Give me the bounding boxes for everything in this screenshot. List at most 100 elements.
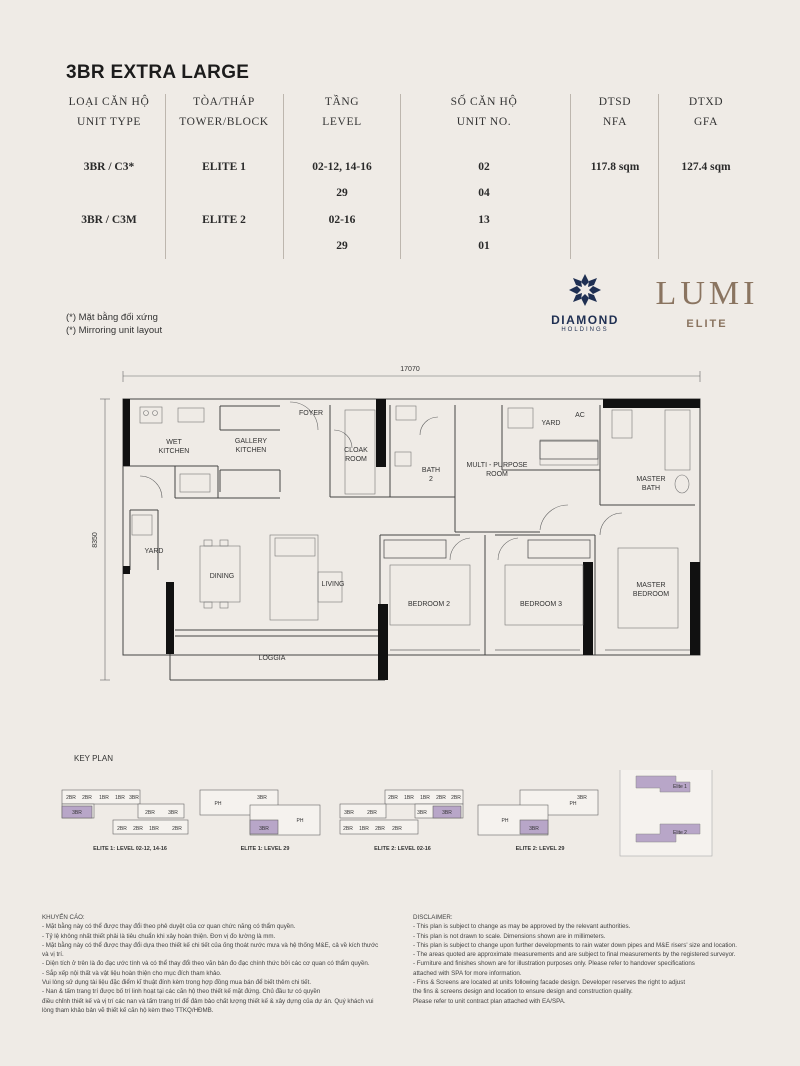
key-plan-elite1-level29 bbox=[199, 789, 321, 836]
header-vi: TẦNG bbox=[324, 96, 360, 108]
header-gfa: DTXD GFA bbox=[660, 92, 752, 132]
disclaimer-en-title: DISCLAIMER: bbox=[413, 914, 453, 921]
disclaimer-line: - Mặt bằng này có thể được thay đổi dựa … bbox=[42, 941, 379, 949]
disclaimer-line: - Fins & Screens are located at units fo… bbox=[413, 979, 686, 987]
label-bedroom2: BEDROOM 2 bbox=[408, 601, 450, 608]
height-dimension: 8350 bbox=[92, 532, 99, 548]
divider bbox=[570, 94, 571, 259]
cell-tower: ELITE 2 bbox=[202, 214, 246, 226]
header-level: TẦNG LEVEL bbox=[286, 92, 398, 132]
header-en: UNIT TYPE bbox=[76, 116, 142, 128]
label-bath2: BATH bbox=[422, 467, 440, 474]
header-vi: TÒA/THÁP bbox=[193, 96, 255, 108]
cell-unit: 02 bbox=[478, 161, 490, 173]
header-vi: LOẠI CĂN HỘ bbox=[68, 96, 150, 108]
label-yard-left: YARD bbox=[145, 548, 164, 555]
kp-label: 1BR bbox=[149, 826, 159, 832]
header-en: NFA bbox=[603, 116, 627, 128]
key-plan-caption: ELITE 2: LEVEL 02-16 bbox=[374, 846, 431, 852]
kp-label: 1BR bbox=[115, 795, 125, 801]
disclaimer-line: - Mặt bằng này có thể được thay đổi theo… bbox=[42, 923, 296, 931]
label-master-bedroom-2: BEDROOM bbox=[633, 591, 669, 598]
divider bbox=[658, 94, 659, 259]
furniture bbox=[131, 405, 691, 629]
wardrobes bbox=[383, 440, 599, 559]
diamond-icon bbox=[569, 274, 601, 306]
disclaimer-line: - Furniture and finishes shown are for i… bbox=[413, 960, 695, 968]
header-en: TOWER/BLOCK bbox=[179, 116, 269, 128]
label-loggia: LOGGIA bbox=[259, 655, 286, 662]
kp-label: 2BR bbox=[172, 826, 182, 832]
kp-label: 2BR bbox=[145, 810, 155, 816]
label-bedroom3: BEDROOM 3 bbox=[520, 601, 562, 608]
doors bbox=[139, 401, 623, 561]
kp-label: 2BR bbox=[451, 795, 461, 801]
kp-label: 3BR bbox=[529, 826, 539, 832]
divider bbox=[283, 94, 284, 259]
kp-label: 3BR bbox=[257, 795, 267, 801]
disclaimer-line: - Nan & tấm trang trí được bố trí linh h… bbox=[42, 988, 321, 996]
kp-label: 3BR bbox=[168, 810, 178, 816]
dimension-lines bbox=[100, 371, 701, 681]
disclaimer-line: - This plan is subject to change upon fu… bbox=[413, 941, 738, 949]
kp-label: 2BR bbox=[82, 795, 92, 801]
label-foyer: FOYER bbox=[299, 410, 323, 417]
header-unit-type: LOẠI CĂN HỘ UNIT TYPE bbox=[54, 92, 164, 132]
kp-label: 3BR bbox=[417, 810, 427, 816]
header-vi: DTXD bbox=[688, 96, 724, 108]
disclaimer-line: và vị trí. bbox=[42, 951, 64, 959]
label-multi-purpose-2: ROOM bbox=[486, 471, 508, 478]
kp-label: 1BR bbox=[99, 795, 109, 801]
kp-label: PH bbox=[570, 801, 577, 807]
divider bbox=[400, 94, 401, 259]
kp-label: 2BR bbox=[375, 826, 385, 832]
disclaimer-line: điều chỉnh thiết kế và vị trí các nan và… bbox=[42, 997, 374, 1005]
label-ac: AC bbox=[575, 412, 585, 419]
kp-label: 1BR bbox=[404, 795, 414, 801]
kp-label: 3BR bbox=[129, 795, 139, 801]
disclaimer-line: lòng tham khảo bản vẽ thiết kế căn hộ kè… bbox=[42, 1006, 214, 1014]
diamond-name: DIAMOND bbox=[551, 313, 619, 327]
label-master-bedroom: MASTER bbox=[636, 582, 665, 589]
label-cloak-room: CLOAK bbox=[344, 447, 368, 454]
label-wet-kitchen: WET bbox=[166, 439, 182, 446]
key-plan-title: KEY PLAN bbox=[74, 754, 113, 763]
label-gallery-kitchen-2: KITCHEN bbox=[236, 447, 267, 454]
divider bbox=[165, 94, 166, 259]
kp-label: PH bbox=[502, 818, 509, 824]
label-master-bath: MASTER bbox=[636, 476, 665, 483]
lumi-elite-logo: LUMI ELITE bbox=[652, 276, 762, 331]
site-label-elite1: Elite 1 bbox=[673, 784, 687, 790]
cell-type: 3BR / C3* bbox=[83, 161, 135, 173]
kp-label: 2BR bbox=[436, 795, 446, 801]
cell-unit: 01 bbox=[478, 240, 490, 252]
label-dining: DINING bbox=[210, 573, 235, 580]
page-title: 3BR EXTRA LARGE bbox=[66, 62, 250, 83]
header-nfa: DTSD NFA bbox=[572, 92, 658, 132]
header-vi: SỐ CĂN HỘ bbox=[450, 96, 518, 108]
kp-label: 2BR bbox=[343, 826, 353, 832]
diamond-sub: HOLDINGS bbox=[561, 327, 609, 333]
cell-level: 02-16 bbox=[328, 214, 356, 226]
cell-gfa: 127.4 sqm bbox=[681, 161, 731, 173]
cell-unit: 13 bbox=[478, 214, 490, 226]
cell-level: 29 bbox=[336, 240, 348, 252]
header-vi: DTSD bbox=[598, 96, 632, 108]
cell-level: 29 bbox=[336, 187, 348, 199]
kp-label: PH bbox=[215, 801, 222, 807]
kp-label: 2BR bbox=[66, 795, 76, 801]
kp-label: 3BR bbox=[442, 810, 452, 816]
note-vi: (*) Mặt bằng đối xứng bbox=[66, 312, 158, 323]
floor-plan: 17070 8350 bbox=[92, 366, 701, 681]
walls bbox=[122, 398, 701, 681]
label-cloak-room-2: ROOM bbox=[345, 456, 367, 463]
header-en: GFA bbox=[694, 116, 718, 128]
key-plan-elite2-level02 bbox=[339, 789, 464, 835]
key-plan-elite1-level02 bbox=[61, 789, 189, 835]
kp-label: 3BR bbox=[577, 795, 587, 801]
disclaimer-line: attached with SPA for more information. bbox=[413, 969, 522, 977]
note-en: (*) Mirroring unit layout bbox=[66, 325, 163, 336]
header-en: LEVEL bbox=[322, 116, 362, 128]
disclaimer-line: - Tỷ lệ không nhất thiết phải là tiêu ch… bbox=[42, 932, 276, 940]
disclaimer-line: - Sắp xếp nội thất và vật liệu hoàn thiệ… bbox=[42, 969, 222, 977]
